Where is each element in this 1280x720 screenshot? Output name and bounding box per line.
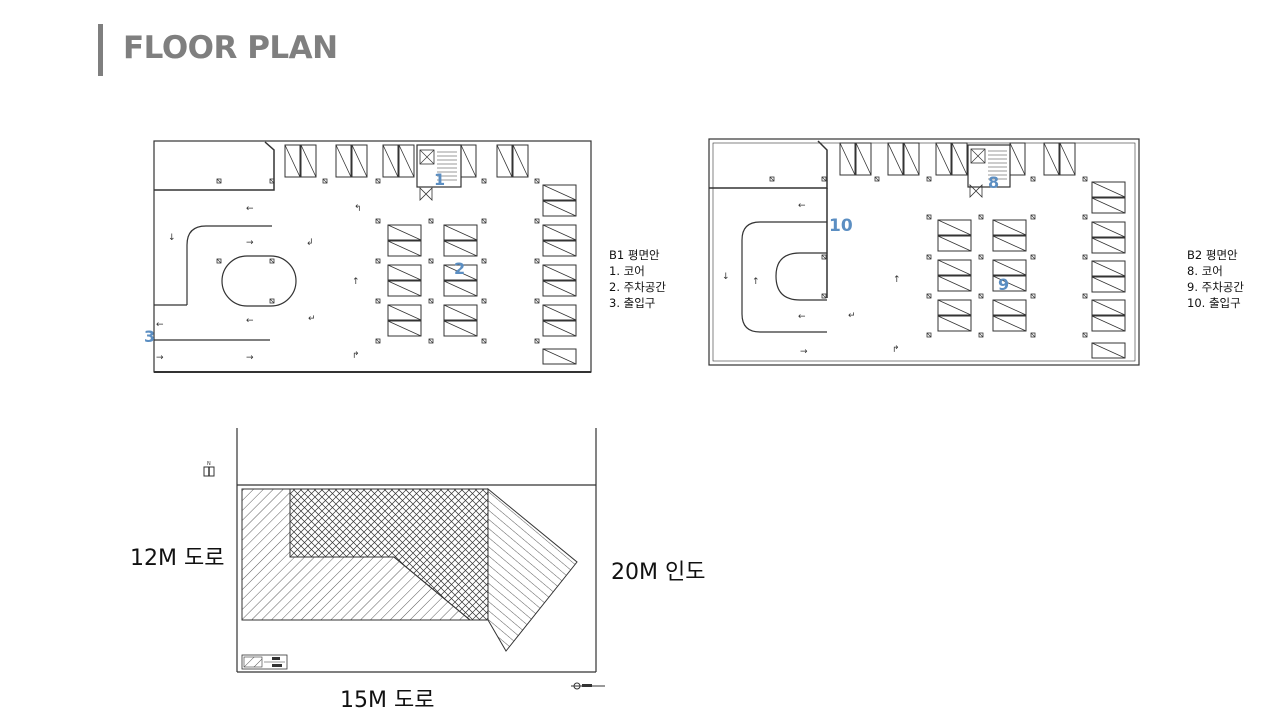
svg-text:↱: ↱ [352, 351, 360, 361]
b2-floor-plan: ← ↓ ↑ ↑ ← ↵ → ↱ 8 9 10 [708, 138, 1140, 366]
b2-legend-title: B2 평면안 [1187, 248, 1238, 262]
b2-legend-item: 8. 코어 [1187, 264, 1223, 278]
b1-marker-core: 1 [434, 170, 445, 189]
svg-text:↵: ↵ [308, 314, 316, 324]
svg-text:→: → [800, 347, 808, 357]
road-label-south: 15M 도로 [340, 688, 435, 713]
b1-floor-plan: ← ↰ ↓ → ↲ ↑ ↵ ← ← → → ↱ 1 2 3 [144, 140, 592, 373]
svg-text:↰: ↰ [354, 204, 362, 214]
b2-legend-item: 10. 출입구 [1187, 296, 1241, 310]
title-accent-bar [98, 24, 103, 76]
b1-legend-item: 2. 주차공간 [609, 280, 666, 294]
svg-text:←: ← [798, 312, 806, 322]
svg-text:←: ← [798, 201, 806, 211]
svg-text:N: N [207, 461, 211, 467]
b1-legend-item: 3. 출입구 [609, 296, 656, 310]
svg-text:↑: ↑ [893, 275, 901, 285]
b2-marker-core: 8 [988, 173, 999, 192]
svg-text:←: ← [246, 316, 254, 326]
b1-legend-title: B1 평면안 [609, 248, 660, 262]
b1-legend-item: 1. 코어 [609, 264, 645, 278]
svg-text:↑: ↑ [752, 277, 760, 287]
b2-marker-entrance: 10 [829, 216, 853, 236]
svg-text:→: → [156, 353, 164, 363]
svg-text:←: ← [246, 204, 254, 214]
b1-marker-entrance: 3 [144, 327, 155, 346]
svg-text:↵: ↵ [848, 311, 856, 321]
svg-text:←: ← [156, 320, 164, 330]
svg-text:↑: ↑ [352, 277, 360, 287]
b1-legend: B1 평면안 1. 코어 2. 주차공간 3. 출입구 [609, 247, 666, 311]
b2-legend: B2 평면안 8. 코어 9. 주차공간 10. 출입구 [1187, 247, 1244, 311]
b2-legend-item: 9. 주차공간 [1187, 280, 1244, 294]
svg-text:↲: ↲ [306, 238, 314, 248]
svg-text:→: → [246, 353, 254, 363]
svg-text:↓: ↓ [168, 233, 176, 243]
page-title: FLOOR PLAN [123, 30, 338, 66]
svg-text:↓: ↓ [722, 272, 730, 282]
svg-text:↱: ↱ [892, 345, 900, 355]
svg-text:→: → [246, 238, 254, 248]
road-label-east: 20M 인도 [611, 560, 706, 585]
b2-marker-parking: 9 [998, 275, 1009, 294]
road-label-west: 12M 도로 [130, 546, 225, 571]
site-plan: N [203, 428, 605, 690]
b1-marker-parking: 2 [454, 259, 465, 278]
